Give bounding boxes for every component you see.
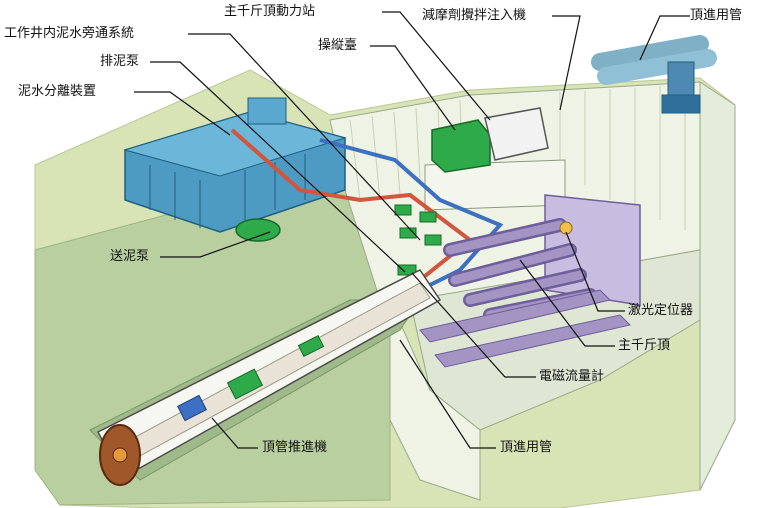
leader-slurry-feed-pump — [160, 231, 271, 258]
laser-positioner-device — [559, 221, 573, 235]
leader-electromagnetic-flowmeter — [411, 272, 536, 378]
cutter-head-center — [112, 447, 128, 463]
label-jacking-pipe-bottom: 頂進用管 — [500, 440, 553, 455]
label-shaft-slurry-bypass-system: 工作井内泥水旁通系統 — [4, 26, 135, 41]
shaft-front-wall — [389, 299, 481, 501]
shaft-right-wall — [699, 81, 736, 491]
label-slurry-feed-pump: 送泥泵 — [110, 249, 150, 264]
leader-jacking-pipe-top — [639, 15, 690, 61]
leader-main-jack-power-station — [382, 11, 491, 121]
label-pipe-jacking-machine: 頂管推進機 — [262, 440, 328, 455]
leader-slurry-separation-unit — [134, 91, 231, 136]
leader-laser-positioner — [565, 231, 625, 312]
label-slurry-separation-unit: 泥水分離裝置 — [18, 84, 97, 99]
leader-control-room — [370, 45, 456, 131]
leader-lubricant-injection-machine — [552, 15, 581, 111]
slurry-feed-pump — [235, 218, 281, 242]
label-lubricant-injection-machine: 減摩劑攪拌注入機 — [422, 8, 527, 23]
leader-main-jack — [519, 259, 615, 347]
leader-pipe-jacking-machine — [211, 417, 258, 449]
leader-shaft-slurry-bypass — [188, 33, 421, 241]
slurry-tank-upper — [247, 97, 287, 125]
label-slurry-discharge-pump: 排泥泵 — [100, 54, 140, 69]
leader-jacking-pipe-bottom — [399, 339, 496, 449]
label-laser-positioner: 激光定位器 — [628, 303, 694, 318]
label-electromagnetic-flowmeter: 電磁流量計 — [539, 369, 605, 384]
label-jacking-pipe-top: 頂進用管 — [690, 8, 743, 23]
jacking-pipe-storage — [591, 35, 717, 114]
label-control-room: 操縦臺 — [318, 38, 358, 53]
control-desk — [431, 119, 491, 173]
leader-lines — [134, 11, 690, 449]
label-main-jack: 主千斤頂 — [618, 338, 671, 353]
leader-slurry-discharge-pump — [150, 61, 406, 273]
pipe-internal-equipment — [177, 334, 325, 422]
bypass-valve-assembly — [394, 204, 442, 276]
slurry-separation-unit-top — [123, 111, 347, 177]
label-main-jack-power-station: 主千斤頂動力站 — [224, 4, 316, 19]
lubricant-injection-machine — [484, 107, 549, 161]
